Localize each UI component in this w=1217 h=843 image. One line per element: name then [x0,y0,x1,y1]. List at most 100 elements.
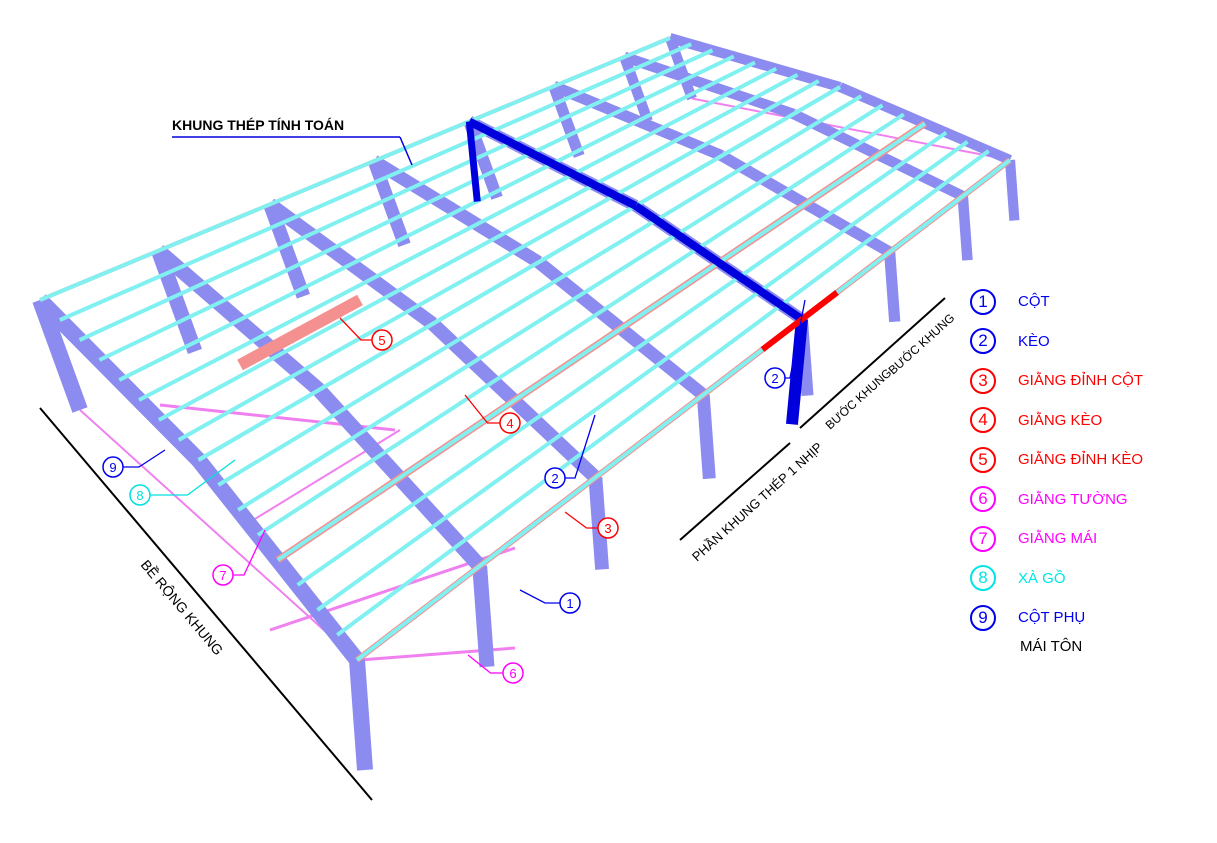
callout-leader [785,299,806,379]
legend-number: 7 [970,525,996,552]
column [472,565,495,668]
callout-leader [233,529,266,576]
callout-circle [764,367,786,389]
callout-circle [597,517,619,539]
column [32,297,88,413]
purlin [296,130,948,587]
legend-label: CỘT PHỤ [1018,609,1086,627]
column [884,251,901,323]
calculated-rafter [467,117,638,210]
purlins-layer [39,36,1012,662]
callout-leader [123,449,166,468]
column [548,84,585,158]
legend-label: GIẰNG TƯỜNG [1018,490,1128,508]
column [957,195,973,261]
legend-number: 9 [970,604,996,631]
dimension-lines [39,297,946,801]
purlin [316,140,969,612]
legend-label: GIẰNG KÈO [1018,411,1103,429]
calculated-eave-strut [760,290,839,352]
purlin [256,112,905,537]
calculated-rafter [633,202,805,323]
calculated-frame-label: KHUNG THÉP TÍNH TOÁN [172,117,345,133]
purlin [355,158,1012,662]
purlin [78,48,714,342]
purlin [98,54,735,362]
column [665,36,697,101]
purlin [335,149,990,637]
column [696,394,716,480]
callout-circle [502,662,524,684]
callout-circle [102,456,124,478]
purlin [39,36,671,302]
purlin [59,42,693,322]
legend-roof-label: MÁI TÔN [1020,637,1083,655]
purlin [138,66,778,402]
callout-circle [371,329,393,351]
callout-circle [544,467,566,489]
callout-leader [339,317,372,341]
column [349,659,373,771]
legend-label: GIẰNG MÁI [1018,530,1098,548]
legend-label: CỘT [1018,293,1050,311]
legend-item: 9 CỘT PHỤ [970,598,1143,638]
legend-number: 2 [970,328,996,355]
column [151,248,202,355]
purlin [217,94,863,487]
legend-item: 4 GIẰNG KÈO [970,401,1143,441]
wall-bracing [79,409,358,661]
column [619,55,653,123]
legend-item: 2 KÈO [970,322,1143,362]
column [263,201,310,299]
legend-number: 1 [970,288,996,315]
legend-item: 3 GIẰNG ĐỈNH CỘT [970,361,1143,401]
callout-number: 5 [378,333,385,348]
callout-circle [129,484,151,506]
legend-label: GIẰNG ĐỈNH CỘT [1018,372,1144,390]
legend-label: GIẰNG ĐỈNH KÈO [1018,451,1144,469]
callout-leader [564,511,598,529]
purlin [276,121,927,562]
legend-number: 6 [970,486,996,513]
callout-number: 6 [509,666,516,681]
legend-number: 4 [970,407,996,434]
column [1004,159,1020,221]
callout-number: 4 [506,416,513,431]
callout-number: 7 [219,568,226,583]
legend-item: 8 XÀ GỒ [970,559,1143,599]
callout-number: 1 [566,596,573,611]
callout-number: 3 [604,521,611,536]
callout-leader [565,414,596,479]
ridge-bracing [237,294,363,371]
purlin [118,60,756,382]
column [367,158,411,248]
legend-item: 7 GIẰNG MÁI [970,519,1143,559]
highlighted-frame [465,117,839,425]
callout-circle [499,412,521,434]
legend-label: XÀ GỒ [1018,569,1066,587]
legend-number: 5 [970,446,996,473]
purlin [157,72,799,422]
legend-number: 8 [970,565,996,592]
callout-leader [467,654,503,674]
calculated-column [465,121,481,202]
callout-number: 2 [551,471,558,486]
callout-leader [150,459,236,496]
purlin [237,103,884,512]
callout-leader [464,394,500,424]
callout-number: 9 [109,460,116,475]
legend-number: 3 [970,367,996,394]
legend-item: 6 GIẰNG TƯỜNG [970,480,1143,520]
purlin [197,85,842,462]
callouts: 1 2 2 3 4 5 6 7 8 9 [102,299,806,684]
legend-item: 5 GIẰNG ĐỈNH KÈO [970,440,1143,480]
callout-leader [519,589,560,604]
legend-item: 1 CỘT [970,282,1143,322]
callout-circle [212,564,234,586]
callout-number: 2 [771,371,778,386]
callout-number: 8 [136,488,143,503]
legend-label: KÈO [1018,332,1050,350]
